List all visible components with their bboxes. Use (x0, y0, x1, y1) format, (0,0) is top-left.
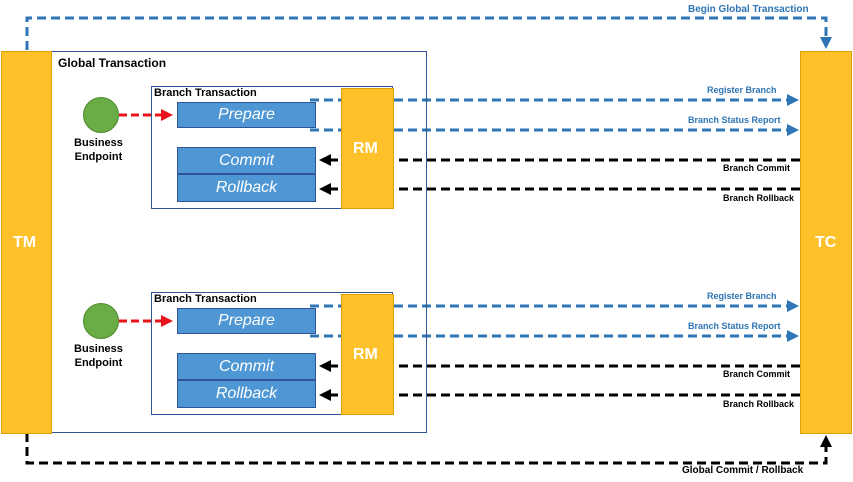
commit-step: Commit (177, 147, 316, 174)
branch-commit-label: Branch Commit (723, 163, 791, 173)
business-endpoint-label: Business Endpoint (74, 343, 123, 369)
business-endpoint-icon (83, 97, 119, 133)
branch-status-report-label: Branch Status Report (688, 321, 781, 331)
register-branch-label: Register Branch (707, 85, 777, 95)
rm-box: RM (341, 88, 394, 209)
rm-label: RM (353, 140, 378, 157)
global-commit-rollback-label: Global Commit / Rollback (682, 465, 804, 476)
global-commit-rollback-arrow (25, 433, 832, 465)
tc-pillar: TC (800, 51, 852, 434)
branch-rollback-label: Branch Rollback (723, 399, 795, 409)
rollback-step: Rollback (177, 380, 316, 408)
branch-transaction-title: Branch Transaction (154, 293, 257, 305)
register-branch-label: Register Branch (707, 291, 777, 301)
tm-label: TM (13, 234, 37, 251)
branch-status-report-label: Branch Status Report (688, 115, 781, 125)
commit-step: Commit (177, 353, 316, 380)
prepare-step: Prepare (177, 308, 316, 334)
branch-commit-label: Branch Commit (723, 369, 791, 379)
tm-pillar: TM (1, 51, 52, 434)
business-endpoint-icon (83, 303, 119, 339)
branch-rollback-label: Branch Rollback (723, 193, 795, 203)
tc-label: TC (815, 234, 837, 251)
begin-global-transaction-arrow (25, 16, 832, 50)
global-transaction-label: Global Transaction (58, 56, 167, 70)
rm-box: RM (341, 294, 394, 415)
rollback-step: Rollback (177, 174, 316, 202)
branch-transaction-title: Branch Transaction (154, 87, 257, 99)
prepare-step: Prepare (177, 102, 316, 128)
business-endpoint-label: Business Endpoint (74, 137, 123, 163)
begin-global-transaction-label: Begin Global Transaction (688, 4, 809, 15)
rm-label: RM (353, 346, 378, 363)
